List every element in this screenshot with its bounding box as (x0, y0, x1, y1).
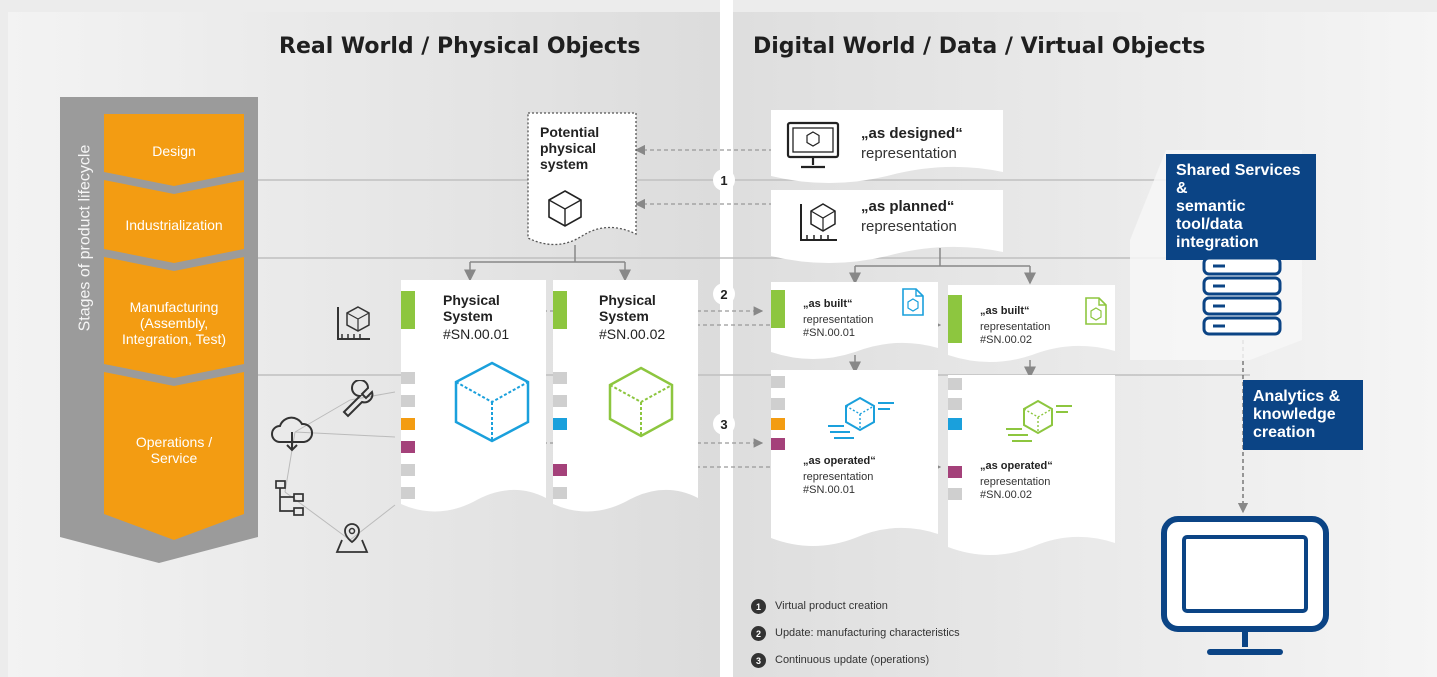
physical-system-2-sheet (553, 280, 698, 512)
operated-2-tab (948, 378, 962, 390)
built-2-green-tab (948, 295, 962, 343)
physical-1-orange-tab (401, 418, 415, 430)
as-operated-1-title: „as operated“ (803, 455, 876, 467)
digital-world-heading: Digital World / Data / Virtual Objects (753, 34, 1206, 59)
operated-2-magenta-tab (948, 466, 962, 478)
physical-2-magenta-tab (553, 464, 567, 476)
step-2-marker: 2 (713, 283, 735, 305)
as-designed-title: „as designed“ (861, 125, 963, 142)
operated-1-tab (771, 398, 785, 410)
operated-1-tab (771, 376, 785, 388)
as-operated-1-sub: representation (803, 471, 874, 483)
ruler-cube-icon (337, 306, 370, 340)
as-operated-1-sn: #SN.00.01 (803, 484, 855, 496)
as-operated-2-sheet (948, 375, 1115, 555)
physical-1-magenta-tab (401, 441, 415, 453)
stage-design: Design (152, 143, 196, 159)
legend-1-marker: 1 (751, 599, 766, 614)
potential-system-sheet (527, 112, 637, 246)
step-3-marker: 3 (713, 413, 735, 435)
operated-2-blue-tab (948, 418, 962, 430)
stage-manufacturing: Manufacturing (Assembly, Integration, Te… (121, 298, 227, 347)
blue-cube-icon (454, 361, 530, 443)
planned-ruler-cube-icon (800, 203, 837, 241)
as-planned-title: „as planned“ (861, 198, 955, 215)
physical-system-2-title: Physical System (599, 292, 656, 324)
legend-2-marker: 2 (751, 626, 766, 641)
as-built-2-sheet (948, 285, 1115, 362)
operated-1-orange-tab (771, 418, 785, 430)
physical-system-1-sn: #SN.00.01 (443, 326, 510, 342)
physical-world-heading: Real World / Physical Objects (279, 34, 641, 59)
physical-system-1-title: Physical System (443, 292, 500, 324)
lifecycle-vertical-label: Stages of product lifecycle (76, 144, 94, 332)
as-operated-1-sheet (771, 370, 938, 546)
physical-system-1-sheet (401, 280, 546, 512)
physical-2-tab (553, 372, 567, 384)
as-operated-2-sn: #SN.00.02 (980, 489, 1032, 501)
physical-2-tab (553, 487, 567, 499)
potential-system-title: Potential physical system (540, 124, 600, 172)
operated-2-tab (948, 488, 962, 500)
as-operated-2-sub: representation (980, 476, 1051, 488)
as-built-1-sn: #SN.00.01 (803, 327, 855, 339)
legend-3-text: Continuous update (operations) (775, 654, 930, 666)
as-designed-sub: representation (861, 145, 957, 162)
physical-2-tab (553, 395, 567, 407)
blue-document-icon (902, 288, 924, 316)
physical-1-tab (401, 372, 415, 384)
as-built-1-sub: representation (803, 314, 874, 326)
operated-2-tab (948, 398, 962, 410)
physical-1-tab (401, 487, 415, 499)
stage-operations: Operations / Service (135, 434, 213, 466)
as-built-2-sn: #SN.00.02 (980, 334, 1032, 346)
analytics-box: Analytics & knowledge creation (1243, 380, 1363, 450)
legend-3-marker: 3 (751, 653, 766, 668)
step-1-marker: 1 (713, 169, 735, 191)
hierarchy-icon (275, 480, 304, 516)
as-operated-2-title: „as operated“ (980, 460, 1053, 472)
as-planned-sub: representation (861, 218, 957, 235)
as-built-2-title: „as built“ (980, 305, 1030, 317)
green-document-icon (1085, 297, 1107, 325)
cloud-download-icon (271, 416, 313, 452)
as-built-1-title: „as built“ (803, 298, 853, 310)
legend-1-text: Virtual product creation (775, 600, 888, 612)
physical-system-2-sn: #SN.00.02 (599, 326, 666, 342)
potential-cube-icon (548, 190, 582, 227)
green-cube-icon (608, 366, 674, 438)
blue-data-cube-icon (828, 396, 894, 439)
as-built-1-sheet (771, 282, 938, 359)
map-location-icon (335, 523, 369, 553)
monitor-cube-icon (786, 121, 840, 169)
stage-shapes (104, 114, 244, 540)
physical-1-tab (401, 395, 415, 407)
built-1-green-tab (771, 290, 785, 328)
green-data-cube-icon (1006, 399, 1072, 442)
stage-industrialization: Industrialization (125, 217, 223, 233)
physical-2-blue-tab (553, 418, 567, 430)
monitor-icon (1161, 516, 1329, 655)
legend-2-text: Update: manufacturing characteristics (775, 627, 960, 639)
operated-1-magenta-tab (771, 438, 785, 450)
server-icon (1202, 256, 1282, 336)
physical-1-green-tab (401, 291, 415, 329)
physical-2-green-tab (553, 291, 567, 329)
wrench-icon (342, 380, 374, 418)
physical-1-tab (401, 464, 415, 476)
shared-services-box: Shared Services & semantic tool/data int… (1166, 154, 1316, 260)
as-built-2-sub: representation (980, 321, 1051, 333)
